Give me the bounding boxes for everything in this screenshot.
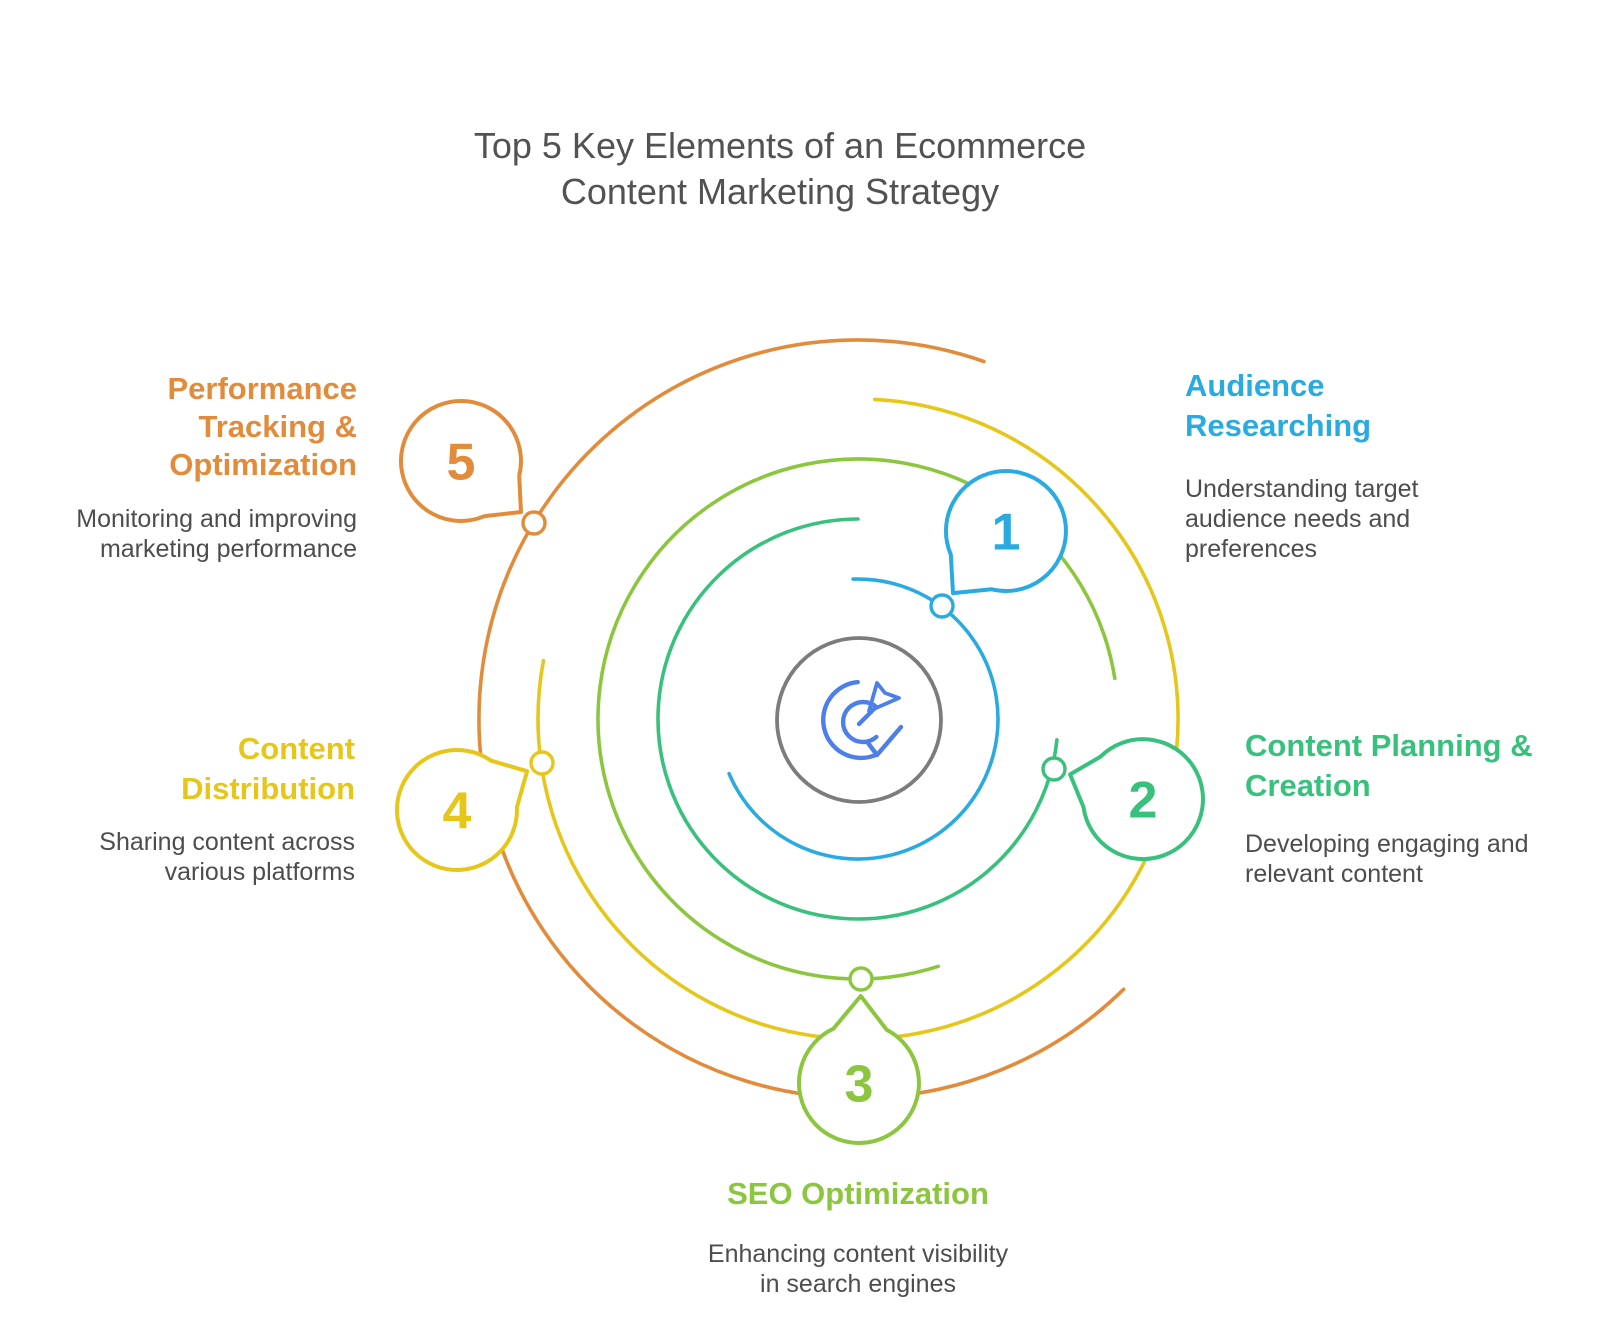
item-heading: Content Planning & Creation	[1245, 726, 1600, 806]
heading-line: Creation	[1245, 768, 1371, 803]
description-line: in search engines	[760, 1270, 956, 1298]
heading-line: Content Planning &	[1245, 728, 1533, 763]
item-content-planning-creation: Content Planning & Creation Developing e…	[1245, 726, 1600, 889]
page-title: Top 5 Key Elements of an Ecommerce Conte…	[280, 123, 1280, 215]
arc-node-5	[521, 510, 547, 536]
description-line: preferences	[1185, 535, 1318, 563]
heading-line: Tracking &	[198, 409, 358, 444]
bubble-number-1: 1	[992, 504, 1021, 562]
number-bubble-4	[394, 748, 530, 872]
description-line: Understanding target	[1185, 475, 1419, 503]
arc-nodes	[521, 510, 1067, 992]
description-line: Developing engaging and	[1245, 830, 1529, 858]
item-description: Monitoring and improving marketing perfo…	[17, 504, 357, 564]
spiral-arc-4	[536, 397, 1180, 1041]
number-bubble-5	[399, 398, 523, 523]
number-bubble-3	[797, 994, 921, 1145]
bubble-number-2: 2	[1129, 772, 1158, 830]
number-bubble-1	[943, 469, 1068, 596]
item-heading: Audience Researching	[1185, 366, 1515, 446]
title-line: Content Marketing Strategy	[560, 171, 1000, 212]
item-performance-tracking-optimization: Performance Tracking & Optimization Moni…	[17, 370, 357, 564]
number-bubble-2	[1068, 737, 1205, 862]
description-line: Sharing content across	[99, 828, 355, 856]
center-ring	[775, 636, 943, 804]
description-line: marketing performance	[99, 535, 357, 563]
description-line: audience needs and	[1185, 505, 1411, 533]
arc-node-1	[929, 593, 955, 619]
bubble-number-3: 3	[845, 1056, 874, 1114]
target-inner-arc	[840, 699, 879, 745]
heading-line: Performance	[167, 371, 357, 406]
heading-line: Content	[237, 731, 355, 766]
center-target-icon	[775, 636, 943, 804]
item-heading: SEO Optimization	[608, 1174, 1108, 1214]
description-line: Enhancing content visibility	[707, 1240, 1009, 1268]
bubble-number-4: 4	[443, 783, 472, 841]
arc-node-4	[529, 750, 555, 776]
item-description: Enhancing content visibility in search e…	[608, 1239, 1108, 1299]
item-heading: Performance Tracking & Optimization	[17, 370, 357, 484]
description-line: Monitoring and improving	[76, 505, 357, 533]
item-description: Developing engaging and relevant content	[1245, 829, 1600, 889]
arc-node-3	[848, 966, 874, 992]
heading-line: Audience	[1185, 368, 1325, 403]
target-outer-arc	[821, 679, 877, 761]
arc-node-2	[1041, 756, 1067, 782]
bubble-number-5: 5	[447, 434, 476, 492]
item-content-distribution: Content Distribution Sharing content acr…	[15, 729, 355, 887]
title-line: Top 5 Key Elements of an Ecommerce	[473, 125, 1087, 166]
spiral-arc-2	[656, 517, 1059, 921]
heading-line: Researching	[1185, 408, 1372, 443]
description-line: various platforms	[164, 858, 355, 886]
item-description: Sharing content across various platforms	[15, 827, 355, 887]
target-dart-check-icon	[821, 679, 904, 761]
check-mark	[865, 724, 904, 758]
item-seo-optimization: SEO Optimization Enhancing content visib…	[608, 1174, 1108, 1299]
heading-line: Distribution	[181, 771, 355, 806]
heading-line: SEO Optimization	[727, 1176, 989, 1211]
item-description: Understanding target audience needs and …	[1185, 474, 1515, 564]
dart-head	[867, 681, 901, 713]
number-bubbles: 1 2 3 4 5	[394, 398, 1205, 1145]
item-heading: Content Distribution	[15, 729, 355, 809]
item-audience-researching: Audience Researching Understanding targe…	[1185, 366, 1515, 564]
description-line: relevant content	[1245, 860, 1423, 888]
heading-line: Optimization	[169, 447, 357, 482]
